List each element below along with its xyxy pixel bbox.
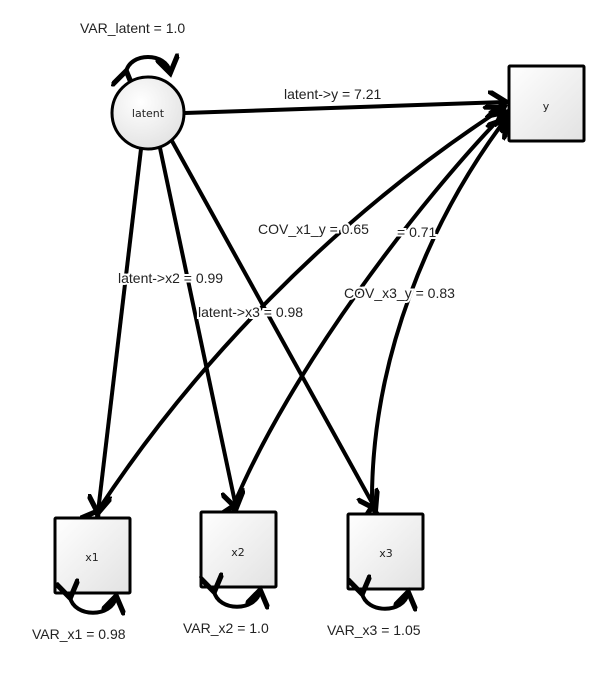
node-y[interactable]: y <box>507 64 586 143</box>
edge-latent-x2[interactable] <box>158 147 236 507</box>
node-label-latent: latent <box>132 107 165 120</box>
variance-label-x3: VAR_x3 = 1.05 <box>327 622 421 638</box>
node-label-x2: x2 <box>231 546 245 559</box>
node-label-x1: x1 <box>85 551 99 564</box>
edge-cov-x3-y[interactable] <box>372 120 505 508</box>
edge-label-latent-y: latent->y = 7.21 <box>284 86 382 102</box>
variance-loop-x2[interactable] <box>214 591 260 607</box>
edge-label-cov-x2-y: = 0.71 <box>397 224 437 240</box>
edge-label-latent-x2: latent->x2 = 0.99 <box>118 270 223 286</box>
node-x3[interactable]: x3 VAR_x3 = 1.05 <box>327 512 425 638</box>
node-latent[interactable]: latent VAR_latent = 1.0 <box>80 20 186 151</box>
variance-label-x1: VAR_x1 = 0.98 <box>32 626 126 642</box>
variance-label-x2: VAR_x2 = 1.0 <box>183 620 269 636</box>
edge-labels: latent->y = 7.21 latent->x2 = 0.99 laten… <box>116 84 457 322</box>
edge-label-cov-x3-y: COV_x3_y = 0.83 <box>344 285 455 301</box>
node-label-y: y <box>543 100 550 113</box>
edge-latent-x3[interactable] <box>170 140 375 508</box>
node-x2[interactable]: x2 VAR_x2 = 1.0 <box>183 510 278 636</box>
variance-loop-latent[interactable] <box>126 57 170 72</box>
node-label-x3: x3 <box>379 547 393 560</box>
node-x1[interactable]: x1 VAR_x1 = 0.98 <box>32 516 132 642</box>
edge-label-cov-x1-y: COV_x1_y = 0.65 <box>258 221 369 237</box>
variance-label-latent: VAR_latent = 1.0 <box>80 20 185 36</box>
variance-loop-x1[interactable] <box>70 597 116 613</box>
edge-label-latent-x3: latent->x3 = 0.98 <box>198 304 303 320</box>
edges <box>97 102 505 512</box>
variance-loop-x3[interactable] <box>362 593 408 609</box>
edge-latent-y[interactable] <box>184 102 505 115</box>
